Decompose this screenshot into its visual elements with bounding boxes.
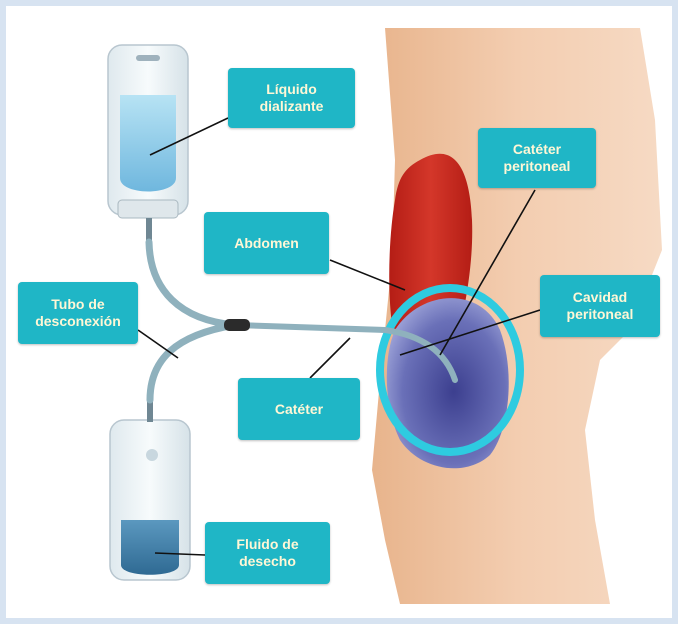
tube-connector <box>224 319 250 331</box>
label-disconnect-tube: Tubo de desconexión <box>18 282 138 344</box>
label-waste-fluid: Fluido de desecho <box>205 522 330 584</box>
label-abdomen: Abdomen <box>204 212 329 274</box>
label-catheter: Catéter <box>238 378 360 440</box>
label-catheter-peritoneal: Catéter peritoneal <box>478 128 596 188</box>
peritoneal-cavity <box>387 298 509 468</box>
tube-lower <box>150 325 235 400</box>
waste-bag <box>110 400 190 580</box>
label-dialysate: Líquido dializante <box>228 68 355 128</box>
label-peritoneal-cavity: Cavidad peritoneal <box>540 275 660 337</box>
